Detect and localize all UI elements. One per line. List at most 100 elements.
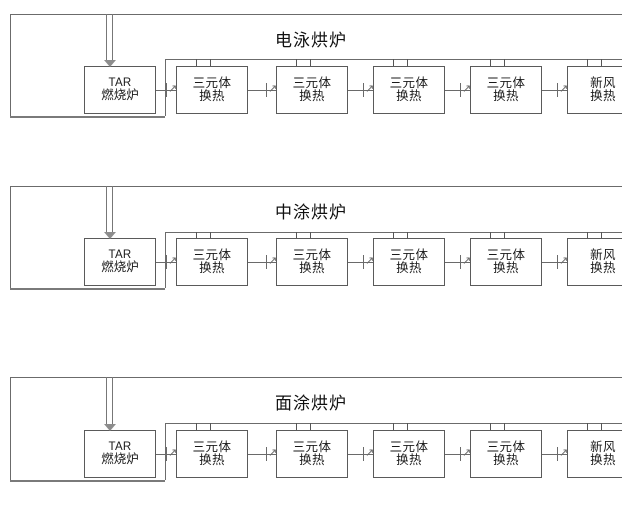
tar-feed-pipe xyxy=(106,377,113,425)
box-label-line1: 三元体 xyxy=(389,75,429,90)
box-ternary-heat-exchange-3[interactable]: 三元体换热 xyxy=(373,66,445,114)
tar-feed-pipe xyxy=(106,186,113,233)
flow-arrowhead: ↗ xyxy=(365,83,375,95)
outer-container-top-rail xyxy=(10,377,622,378)
box-fresh-air-heat-exchange[interactable]: 新风换热 xyxy=(567,66,622,114)
bus-stub-left xyxy=(587,59,588,66)
bus-stub-right xyxy=(210,423,211,430)
tar-feed-arrowhead xyxy=(103,424,116,431)
bus-stub-right xyxy=(310,59,311,66)
flow-connector xyxy=(248,90,276,91)
flow-connector xyxy=(445,262,470,263)
tar-feed-pipe xyxy=(106,14,113,61)
bus-stub-right xyxy=(407,232,408,238)
box-label-line1: 三元体 xyxy=(486,75,526,90)
bus-stub-left xyxy=(587,423,588,430)
flow-connector-tick xyxy=(363,255,364,269)
outer-container-bottom-edge xyxy=(10,116,165,118)
box-label-line2: 换热 xyxy=(396,89,422,103)
bus-stub-left xyxy=(196,423,197,430)
flow-arrowhead: ↗ xyxy=(268,83,278,95)
bus-stub-right xyxy=(601,423,602,430)
outer-container-right-edge xyxy=(165,423,166,480)
flow-arrowhead: ↗ xyxy=(168,255,178,267)
diagram-title-zhongtu: 中涂烘炉 xyxy=(275,203,347,222)
bus-stub-left xyxy=(393,423,394,430)
box-ternary-heat-exchange-2[interactable]: 三元体换热 xyxy=(276,238,348,286)
box-ternary-heat-exchange-1[interactable]: 三元体换热 xyxy=(176,238,248,286)
bus-stub-left xyxy=(490,232,491,238)
bus-stub-left xyxy=(296,232,297,238)
bus-stub-left xyxy=(296,59,297,66)
flow-connector xyxy=(248,262,276,263)
box-ternary-heat-exchange-4[interactable]: 三元体换热 xyxy=(470,66,542,114)
box-label-line1: 三元体 xyxy=(389,247,429,262)
tar-feed-arrowhead xyxy=(103,232,116,239)
flow-connector-tick xyxy=(460,447,461,461)
box-ternary-heat-exchange-4[interactable]: 三元体换热 xyxy=(470,238,542,286)
bus-stub-right xyxy=(310,423,311,430)
outer-container-bottom-edge xyxy=(10,288,165,290)
box-label-line1: 三元体 xyxy=(292,75,332,90)
flow-connector-tick xyxy=(266,255,267,269)
box-ternary-heat-exchange-1[interactable]: 三元体换热 xyxy=(176,430,248,478)
box-fresh-air-heat-exchange[interactable]: 新风换热 xyxy=(567,430,622,478)
flow-arrowhead: ↗ xyxy=(168,447,178,459)
box-label-line1: 三元体 xyxy=(192,75,232,90)
bus-stub-left xyxy=(393,232,394,238)
box-label-line2: 换热 xyxy=(396,453,422,467)
flow-connector xyxy=(348,262,373,263)
box-label-line1: 三元体 xyxy=(486,247,526,262)
flow-connector-tick xyxy=(363,83,364,97)
box-label-line2: 换热 xyxy=(590,453,616,467)
flow-arrowhead: ↗ xyxy=(268,255,278,267)
box-label-line2: 换热 xyxy=(299,453,325,467)
bus-stub-right xyxy=(601,232,602,238)
box-label-line1: 三元体 xyxy=(192,247,232,262)
box-label-line1: TAR xyxy=(108,441,132,454)
bus-stub-left xyxy=(490,423,491,430)
diagram-title-dianyong: 电泳烘炉 xyxy=(275,31,347,50)
box-ternary-heat-exchange-1[interactable]: 三元体换热 xyxy=(176,66,248,114)
box-ternary-heat-exchange-3[interactable]: 三元体换热 xyxy=(373,238,445,286)
box-label-line2: 换热 xyxy=(299,89,325,103)
outer-container-top-rail xyxy=(10,186,622,187)
flow-connector xyxy=(542,454,567,455)
outer-container-top-rail xyxy=(10,14,622,15)
flow-connector-tick xyxy=(557,255,558,269)
box-ternary-heat-exchange-4[interactable]: 三元体换热 xyxy=(470,430,542,478)
flow-connector xyxy=(445,454,470,455)
flow-arrowhead: ↗ xyxy=(268,447,278,459)
flow-connector-tick xyxy=(166,447,167,461)
flow-connector xyxy=(542,90,567,91)
box-fresh-air-heat-exchange[interactable]: 新风换热 xyxy=(567,238,622,286)
box-label-line2: 换热 xyxy=(199,453,225,467)
box-label-line1: TAR xyxy=(108,249,132,262)
bus-stub-right xyxy=(601,59,602,66)
box-label-line2: 换热 xyxy=(199,89,225,103)
box-label-line1: 三元体 xyxy=(389,439,429,454)
box-label-line1: 新风 xyxy=(590,75,616,90)
bus-stub-left xyxy=(393,59,394,66)
flow-connector xyxy=(445,90,470,91)
bus-stub-right xyxy=(504,423,505,430)
flow-arrowhead: ↗ xyxy=(462,255,472,267)
bus-stub-left xyxy=(296,423,297,430)
box-ternary-heat-exchange-3[interactable]: 三元体换热 xyxy=(373,430,445,478)
box-label-line2: 燃烧炉 xyxy=(101,88,139,103)
box-ternary-heat-exchange-2[interactable]: 三元体换热 xyxy=(276,66,348,114)
flow-connector-tick xyxy=(460,83,461,97)
box-label-line2: 换热 xyxy=(396,261,422,275)
flow-connector-tick xyxy=(266,83,267,97)
box-ternary-heat-exchange-2[interactable]: 三元体换热 xyxy=(276,430,348,478)
bus-stub-right xyxy=(407,59,408,66)
outer-container-left-edge xyxy=(10,14,11,116)
flow-connector-tick xyxy=(460,255,461,269)
box-label-line1: 三元体 xyxy=(292,247,332,262)
box-label-line1: TAR xyxy=(108,77,132,90)
bus-stub-left xyxy=(196,232,197,238)
box-label-line2: 换热 xyxy=(299,261,325,275)
